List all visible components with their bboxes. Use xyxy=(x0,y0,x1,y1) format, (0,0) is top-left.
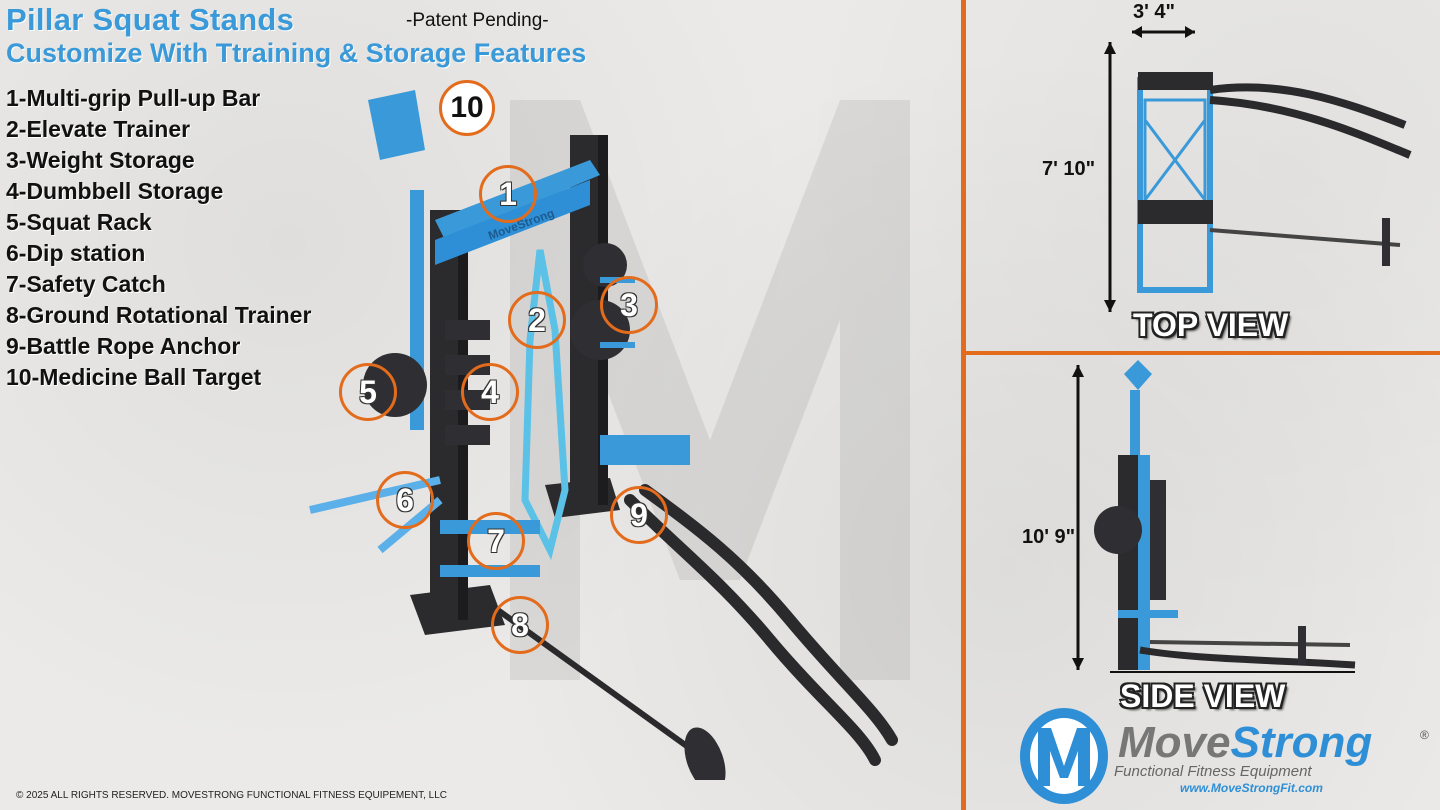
registered-mark: ® xyxy=(1420,728,1429,742)
feature-list: 1-Multi-grip Pull-up Bar 2-Elevate Train… xyxy=(6,83,311,393)
callout-3: 3 xyxy=(600,276,658,334)
feature-item: 3-Weight Storage xyxy=(6,147,195,173)
callout-6: 6 xyxy=(376,471,434,529)
feature-item: 2-Elevate Trainer xyxy=(6,116,191,142)
feature-item: 8-Ground Rotational Trainer xyxy=(6,302,312,328)
side-view-height: 10' 9" xyxy=(1022,526,1076,548)
page-title: Pillar Squat Stands xyxy=(6,2,295,37)
feature-item: 10-Medicine Ball Target xyxy=(6,364,262,390)
feature-item: 5-Squat Rack xyxy=(6,209,152,235)
brand-url[interactable]: www.MoveStrongFit.com xyxy=(1180,781,1323,795)
feature-item: 9-Battle Rope Anchor xyxy=(6,333,241,359)
squat-stand-illustration: MoveStrong xyxy=(309,90,898,780)
feature-item: 6-Dip station xyxy=(6,240,146,266)
top-view-height: 7' 10" xyxy=(1042,158,1096,180)
patent-note: -Patent Pending- xyxy=(406,10,549,31)
brand-word-strong: Strong xyxy=(1230,718,1373,767)
callout-10: 10 xyxy=(439,80,495,136)
callout-4: 4 xyxy=(461,363,519,421)
brand-tagline: Functional Fitness Equipment xyxy=(1114,763,1312,780)
callout-5: 5 xyxy=(339,363,397,421)
feature-item: 1-Multi-grip Pull-up Bar xyxy=(6,85,261,111)
movestrong-logo-icon xyxy=(1020,708,1108,804)
page-subtitle: Customize With Ttraining & Storage Featu… xyxy=(6,38,587,68)
callout-8: 8 xyxy=(491,596,549,654)
top-view-label: TOP VIEW xyxy=(1133,307,1289,343)
panel-divider-horizontal xyxy=(963,351,1440,355)
callout-9: 9 xyxy=(610,486,668,544)
side-view-diagram xyxy=(1072,360,1356,673)
brand-word-move: Move xyxy=(1118,718,1231,767)
callout-2: 2 xyxy=(508,291,566,349)
panel-divider-vertical xyxy=(961,0,966,810)
brand-wordmark: MoveStrong xyxy=(1118,718,1372,768)
callout-1: 1 xyxy=(479,165,537,223)
callout-7: 7 xyxy=(467,512,525,570)
top-view-diagram xyxy=(1104,26,1412,312)
feature-item: 7-Safety Catch xyxy=(6,271,166,297)
top-view-width: 3' 4" xyxy=(1133,1,1176,23)
side-view-label: SIDE VIEW xyxy=(1120,678,1286,714)
copyright-notice: © 2025 ALL RIGHTS RESERVED. MOVESTRONG F… xyxy=(16,790,447,801)
feature-item: 4-Dumbbell Storage xyxy=(6,178,224,204)
